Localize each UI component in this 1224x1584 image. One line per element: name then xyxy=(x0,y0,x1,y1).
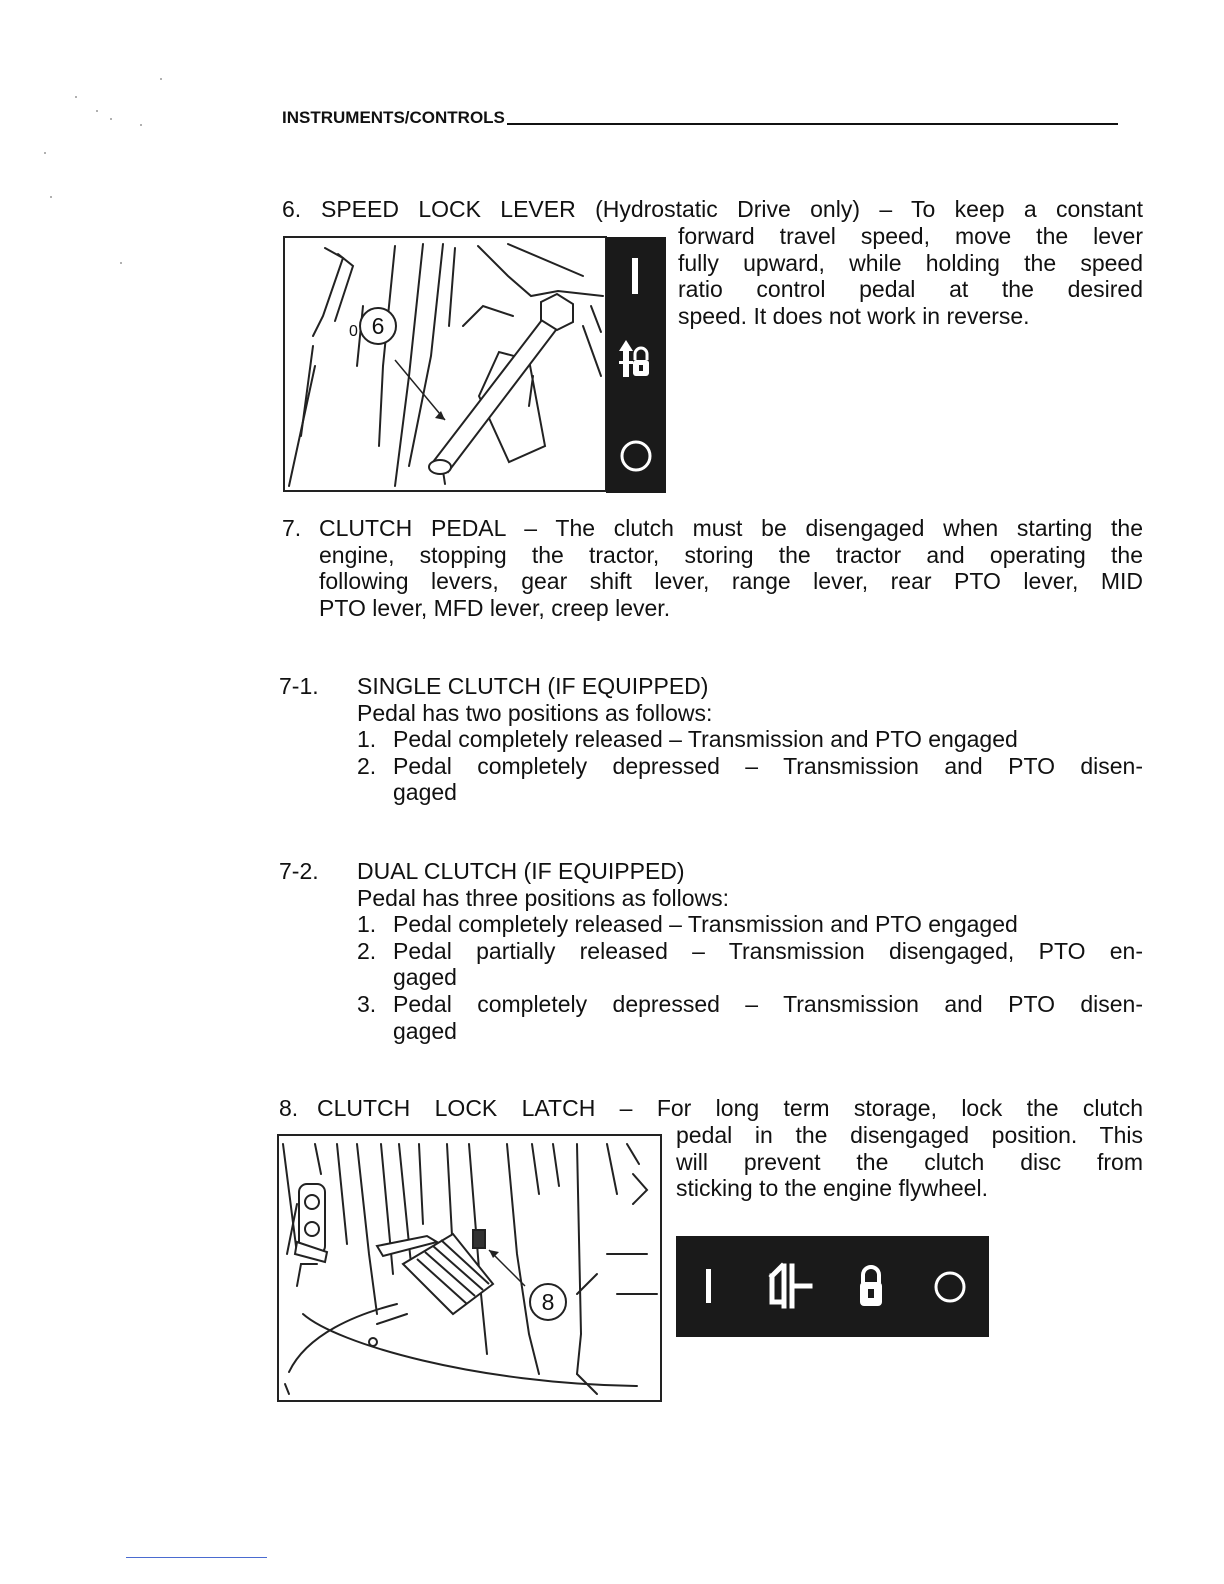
svg-text:0: 0 xyxy=(349,323,358,340)
item6-title-line: SPEED LOCK LEVER (Hydrostatic Drive only… xyxy=(321,196,1143,222)
speed-lock-lever-figure: 6 0 xyxy=(283,236,666,493)
list-item: 2. Pedal partially released – Transmissi… xyxy=(357,937,1143,964)
clutch-lock-latch-illustration: 8 xyxy=(277,1134,662,1402)
clutch-lock-symbol-strip xyxy=(676,1236,989,1337)
engaged-bar-icon xyxy=(632,258,638,294)
list-item: 1. Pedal completely released – Transmiss… xyxy=(357,726,1018,753)
item8-callout: 8 xyxy=(542,1289,555,1315)
release-circle-icon xyxy=(934,1271,966,1303)
release-circle-icon xyxy=(620,440,652,472)
clutch-icon xyxy=(768,1262,813,1309)
item6-number: 6. xyxy=(282,196,302,222)
item6-body: forward travel speed, move the lever ful… xyxy=(678,223,1143,329)
item7-2-block: DUAL CLUTCH (IF EQUIPPED) Pedal has thre… xyxy=(357,858,1143,1044)
item8-title-line: CLUTCH LOCK LATCH – For long term storag… xyxy=(317,1095,1143,1121)
list-item: 2. Pedal completely depressed – Transmis… xyxy=(357,752,1143,779)
item7-line: CLUTCH PEDAL – The clutch must be diseng… xyxy=(319,515,1143,541)
speed-lock-icon xyxy=(619,340,649,377)
item6-line: ratio control pedal at the desired xyxy=(678,276,1143,303)
speed-lock-lever-illustration: 6 0 xyxy=(283,236,666,493)
list-item-continuation: gaged xyxy=(393,1017,457,1044)
list-item-continuation: gaged xyxy=(393,964,457,991)
list-item: 3. Pedal completely depressed – Transmis… xyxy=(357,990,1143,1017)
item7-1-block: SINGLE CLUTCH (IF EQUIPPED) Pedal has tw… xyxy=(357,673,1143,806)
item6-line: forward travel speed, move the lever xyxy=(678,223,1143,249)
item7-body: CLUTCH PEDAL – The clutch must be diseng… xyxy=(319,515,1143,621)
item7-1-heading: SINGLE CLUTCH (IF EQUIPPED) xyxy=(357,673,709,699)
item7-number: 7. xyxy=(282,515,302,541)
item7-line: PTO lever, MFD lever, creep lever. xyxy=(319,594,671,621)
item8-body: pedal in the disengaged position. This w… xyxy=(676,1122,1143,1202)
lock-icon xyxy=(860,1265,882,1306)
item6-line: speed. It does not work in reverse. xyxy=(678,302,1030,329)
list-item: 1. Pedal completely released – Transmiss… xyxy=(357,911,1018,938)
engaged-bar-icon xyxy=(706,1269,711,1303)
section-header: INSTRUMENTS/CONTROLS xyxy=(282,108,1118,128)
item7-1-number: 7-1. xyxy=(279,673,319,699)
clutch-lock-latch-figure: 8 xyxy=(277,1134,663,1404)
item7-2-number: 7-2. xyxy=(279,858,319,884)
header-rule xyxy=(506,123,1118,125)
item8-line: sticking to the engine flywheel. xyxy=(676,1175,988,1202)
item7-2-intro: Pedal has three positions as follows: xyxy=(357,884,730,911)
item6-line: fully upward, while holding the speed xyxy=(678,249,1143,276)
footnote-rule xyxy=(126,1557,267,1558)
list-item-continuation: gaged xyxy=(393,779,457,806)
item7-line: engine, stopping the tractor, storing th… xyxy=(319,541,1143,568)
item8-number: 8. xyxy=(279,1095,299,1121)
section-title: INSTRUMENTS/CONTROLS xyxy=(282,108,505,127)
item6-callout: 6 xyxy=(372,313,385,339)
item8-line: will prevent the clutch disc from xyxy=(676,1148,1143,1175)
item7-line: following levers, gear shift lever, rang… xyxy=(319,568,1143,595)
item7-2-heading: DUAL CLUTCH (IF EQUIPPED) xyxy=(357,858,685,884)
clutch-lock-symbol-graphic xyxy=(706,1262,966,1309)
item8-line: pedal in the disengaged position. This xyxy=(676,1122,1143,1148)
item7-1-intro: Pedal has two positions as follows: xyxy=(357,699,713,726)
